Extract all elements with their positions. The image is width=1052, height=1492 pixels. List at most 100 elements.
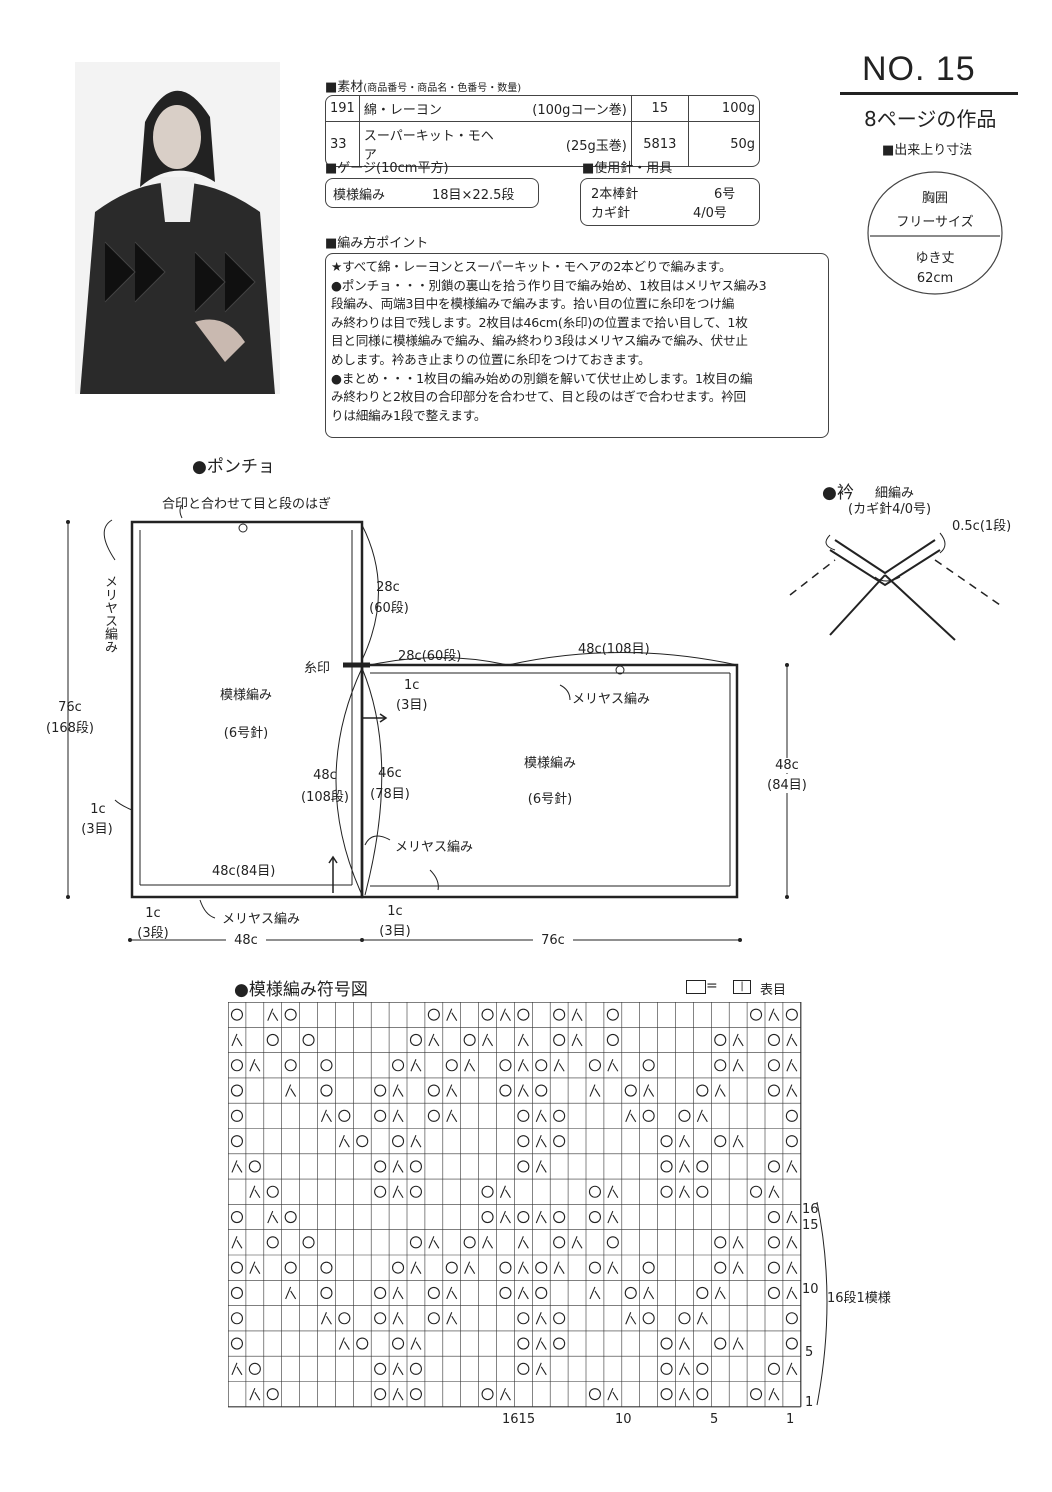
- yarn-over-symbol: [445, 1261, 458, 1274]
- decrease-symbol: [535, 1362, 547, 1376]
- v46-rows-label: (78目): [370, 787, 410, 802]
- finished-size-title: ■出来上り寸法: [882, 143, 973, 158]
- decrease-symbol: [786, 1261, 798, 1274]
- yarn-over-symbol: [660, 1135, 673, 1148]
- yarn-over-symbol: [767, 1236, 781, 1249]
- yarn-over-symbol: [714, 1033, 727, 1047]
- yarn-over-symbol: [463, 1033, 476, 1047]
- yarn-over-symbol: [230, 1084, 243, 1097]
- material-color: 15: [630, 96, 688, 121]
- decrease-symbol: [571, 1236, 583, 1249]
- decrease-symbol: [428, 1236, 440, 1249]
- decrease-symbol: [338, 1134, 350, 1148]
- yarn-over-symbol: [374, 1160, 387, 1173]
- row-label-1: 1: [805, 1395, 814, 1410]
- decrease-symbol: [428, 1033, 440, 1047]
- decrease-symbol: [786, 1084, 798, 1097]
- decrease-symbol: [285, 1286, 297, 1300]
- col-label-16-15: 1615: [502, 1412, 536, 1427]
- decrease-symbol: [446, 1109, 458, 1123]
- decrease-symbol: [571, 1033, 583, 1047]
- yarn-over-symbol: [660, 1337, 673, 1350]
- yarn-over-symbol: [660, 1388, 673, 1401]
- yarn-over-symbol: [374, 1362, 387, 1375]
- yarn-over-symbol: [302, 1236, 315, 1249]
- yarn-over-symbol: [785, 1312, 798, 1325]
- material-name: 綿・レーヨン: [358, 96, 498, 121]
- decrease-symbol: [267, 1008, 279, 1021]
- yarn-over-symbol: [553, 1337, 566, 1350]
- yarn-over-symbol: [517, 1211, 530, 1224]
- decrease-symbol: [732, 1261, 744, 1274]
- decrease-symbol: [410, 1059, 422, 1072]
- decrease-symbol: [732, 1134, 744, 1148]
- poncho-title: ●ポンチョ: [192, 457, 275, 477]
- decrease-symbol: [607, 1261, 619, 1274]
- yarn-over-symbol: [714, 1236, 727, 1249]
- decrease-symbol: [517, 1236, 529, 1249]
- decrease-symbol: [589, 1286, 601, 1300]
- decrease-symbol: [535, 1160, 547, 1173]
- yarn-over-symbol: [642, 1109, 655, 1122]
- yarn-over-symbol: [284, 1059, 297, 1072]
- decrease-symbol: [553, 1261, 565, 1274]
- yarn-over-symbol: [374, 1312, 387, 1325]
- col-label-1: 1: [786, 1412, 795, 1427]
- yarn-over-symbol: [588, 1211, 602, 1224]
- yarn-over-symbol: [517, 1312, 530, 1325]
- decrease-symbol: [678, 1362, 690, 1376]
- decrease-symbol: [517, 1286, 529, 1300]
- decrease-symbol: [786, 1236, 798, 1249]
- col-label-5: 5: [710, 1412, 719, 1427]
- yarn-over-symbol: [230, 1135, 243, 1148]
- yarn-over-symbol: [374, 1084, 387, 1097]
- decrease-symbol: [392, 1362, 404, 1376]
- yarn-over-symbol: [749, 1185, 763, 1198]
- decrease-symbol: [517, 1084, 529, 1097]
- decrease-symbol: [482, 1236, 494, 1249]
- yarn-over-symbol: [284, 1008, 297, 1021]
- yarn-over-symbol: [463, 1236, 476, 1249]
- yarn-over-symbol: [356, 1337, 369, 1350]
- yarn-over-symbol: [696, 1388, 709, 1401]
- yarn-over-symbol: [678, 1312, 691, 1325]
- decrease-symbol: [446, 1286, 458, 1300]
- yarn-over-symbol: [767, 1033, 781, 1047]
- sleeve-value: 62cm: [916, 271, 954, 286]
- yarn-over-symbol: [517, 1135, 530, 1148]
- yarn-over-symbol: [606, 1008, 619, 1021]
- yarn-over-symbol: [230, 1059, 243, 1072]
- needle-1-label: (6号針): [223, 726, 269, 741]
- decrease-symbol: [768, 1185, 780, 1199]
- material-row: 191 綿・レーヨン (100gコーン巻) 15 100g: [326, 96, 759, 121]
- yarn-over-symbol: [535, 1084, 548, 1097]
- decrease-symbol: [392, 1286, 404, 1300]
- decrease-symbol: [499, 1210, 511, 1224]
- yarn-over-symbol: [320, 1084, 333, 1097]
- yarn-over-symbol: [284, 1211, 297, 1224]
- yarn-over-symbol: [696, 1286, 709, 1300]
- decrease-symbol: [535, 1210, 547, 1224]
- yarn-over-symbol: [642, 1059, 655, 1072]
- material-code: 33: [326, 121, 359, 166]
- decrease-symbol: [714, 1084, 726, 1097]
- decrease-symbol: [553, 1059, 565, 1072]
- decrease-symbol: [464, 1059, 476, 1072]
- decrease-symbol: [607, 1185, 619, 1199]
- decrease-symbol: [643, 1286, 655, 1300]
- decrease-symbol: [535, 1312, 547, 1325]
- decrease-symbol: [714, 1286, 726, 1300]
- decrease-symbol: [410, 1134, 422, 1148]
- yarn-over-symbol: [714, 1261, 727, 1274]
- yarn-over-symbol: [374, 1109, 387, 1122]
- bottom2-3st-label: (3目): [379, 924, 411, 939]
- point-line: ●ポンチョ・・・別鎖の裏山を拾う作り目で編み始め、1枚目はメリヤス編み3: [331, 277, 767, 293]
- decrease-symbol: [249, 1185, 261, 1199]
- decrease-symbol: [482, 1033, 494, 1047]
- decrease-symbol: [678, 1185, 690, 1199]
- decrease-symbol: [678, 1337, 690, 1350]
- yarn-over-symbol: [409, 1236, 422, 1249]
- pattern-number: NO. 15: [862, 50, 976, 88]
- yarn-over-symbol: [767, 1160, 781, 1173]
